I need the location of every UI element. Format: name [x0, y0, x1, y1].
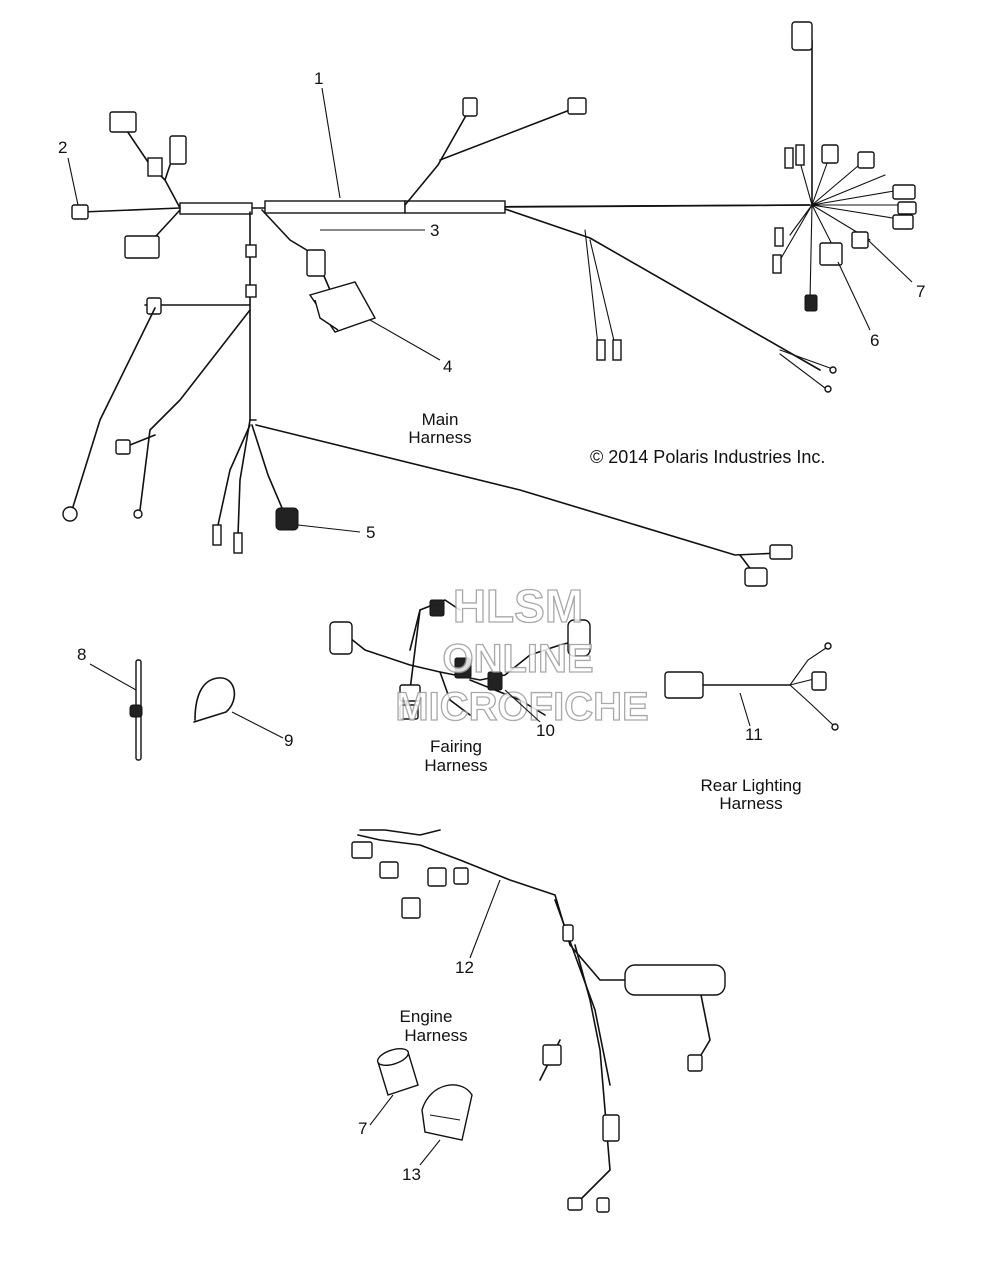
part-13-boot [421, 1084, 473, 1141]
part-8-clip [129, 659, 143, 761]
section-labels: Main Harness Fairing Harness Rear Lighti… [400, 410, 826, 1045]
callout-8: 8 [77, 645, 86, 664]
main-harness-label-1: Main [422, 410, 459, 429]
part-7-sleeve [376, 1048, 419, 1096]
rear-lighting-label-1: Rear Lighting [700, 776, 801, 795]
watermark-line-2: ONLINE [442, 637, 593, 681]
callout-6: 6 [870, 331, 879, 350]
copyright-text: © 2014 Polaris Industries Inc. [590, 447, 825, 467]
main-harness-label-2: Harness [408, 428, 471, 447]
callout-10: 10 [536, 721, 555, 740]
engine-harness [351, 829, 726, 1213]
callout-2: 2 [58, 138, 67, 157]
callout-12: 12 [455, 958, 474, 977]
rear-lighting-label-2: Harness [719, 794, 782, 813]
engine-harness-label-2: Harness [404, 1026, 467, 1045]
rear-lighting-harness [664, 642, 839, 731]
watermark-line-3: MICROFICHE [395, 685, 648, 729]
fairing-harness-label-1: Fairing [430, 737, 482, 756]
callout-11: 11 [745, 725, 763, 744]
callout-7-main: 7 [916, 282, 925, 301]
callout-9: 9 [284, 731, 293, 750]
engine-harness-label-1: Engine [400, 1007, 453, 1026]
callout-7-engine: 7 [358, 1119, 367, 1138]
watermark-line-1: HLSM [453, 580, 583, 632]
fairing-harness-label-2: Harness [424, 756, 487, 775]
callouts: 1 2 3 4 5 6 7 8 9 10 11 12 7 13 [58, 69, 925, 1184]
callout-13: 13 [402, 1165, 421, 1184]
main-harness [62, 21, 917, 587]
callout-1: 1 [314, 69, 323, 88]
leader-lines [67, 87, 913, 1166]
part-9-cable-tie [193, 677, 236, 723]
callout-4: 4 [443, 357, 452, 376]
fairing-harness [329, 599, 591, 720]
callout-5: 5 [366, 523, 375, 542]
callout-3: 3 [430, 221, 439, 240]
watermark: HLSM ONLINE MICROFICHE [395, 579, 650, 729]
